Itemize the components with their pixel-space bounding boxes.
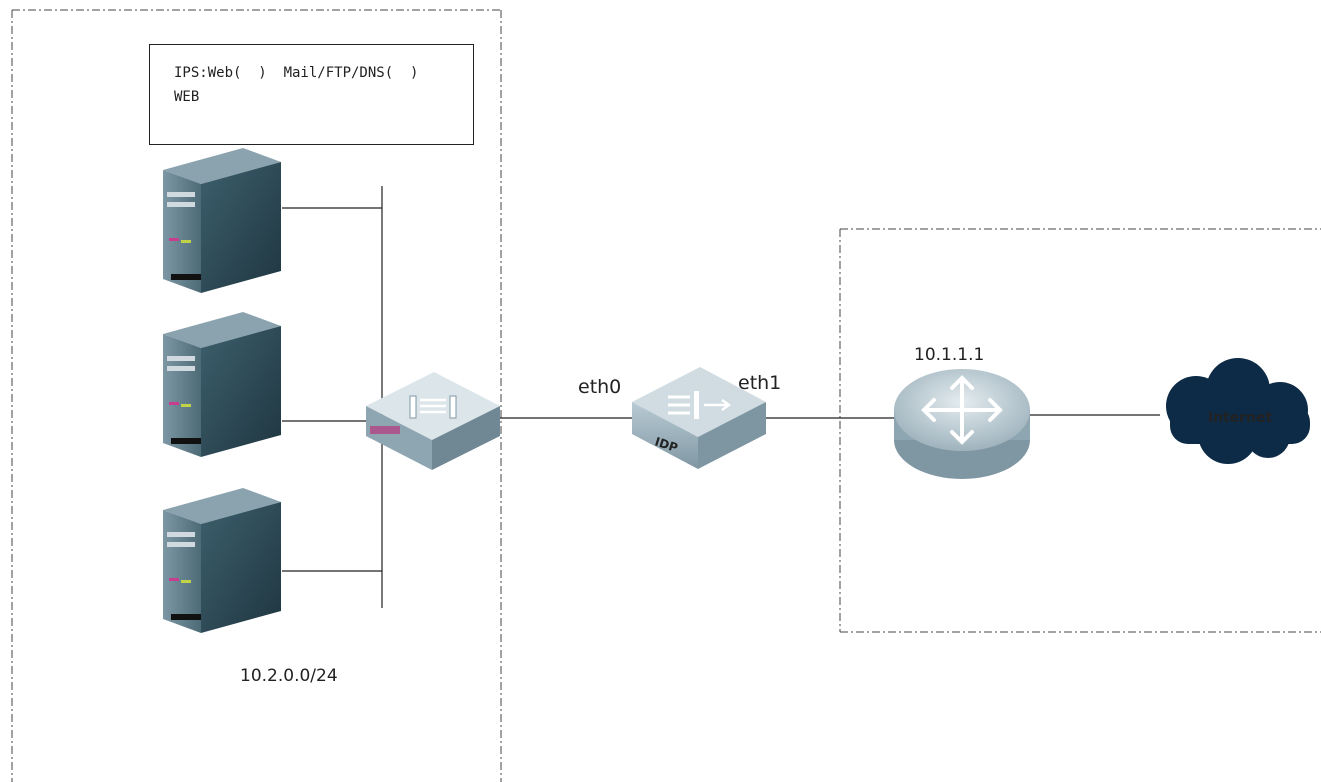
router-ip-label: 10.1.1.1	[914, 345, 984, 365]
ips-device-label: IDP	[653, 435, 680, 456]
cloud-label: Internet	[1208, 410, 1273, 426]
cloud-icon: Internet	[1166, 358, 1310, 464]
server-icon	[163, 488, 281, 633]
note-line-1: IPS:Web( ) Mail/FTP/DNS( )	[174, 65, 419, 81]
zone-boundary-right	[839, 228, 1321, 633]
ips-device-icon: IDP	[632, 367, 766, 469]
subnet-label: 10.2.0.0/24	[240, 666, 338, 686]
interface-label-eth1: eth1	[738, 372, 781, 394]
server-icon	[163, 148, 281, 293]
note-line-2: WEB	[174, 89, 200, 105]
router-icon	[894, 369, 1030, 479]
ips-policy-note: IPS:Web( ) Mail/FTP/DNS( ) WEB	[149, 44, 474, 145]
switch-icon	[366, 372, 500, 470]
connection-lines	[282, 186, 1160, 608]
interface-label-eth0: eth0	[578, 376, 621, 398]
server-icon	[163, 312, 281, 457]
zone-boundary-left	[11, 9, 502, 782]
